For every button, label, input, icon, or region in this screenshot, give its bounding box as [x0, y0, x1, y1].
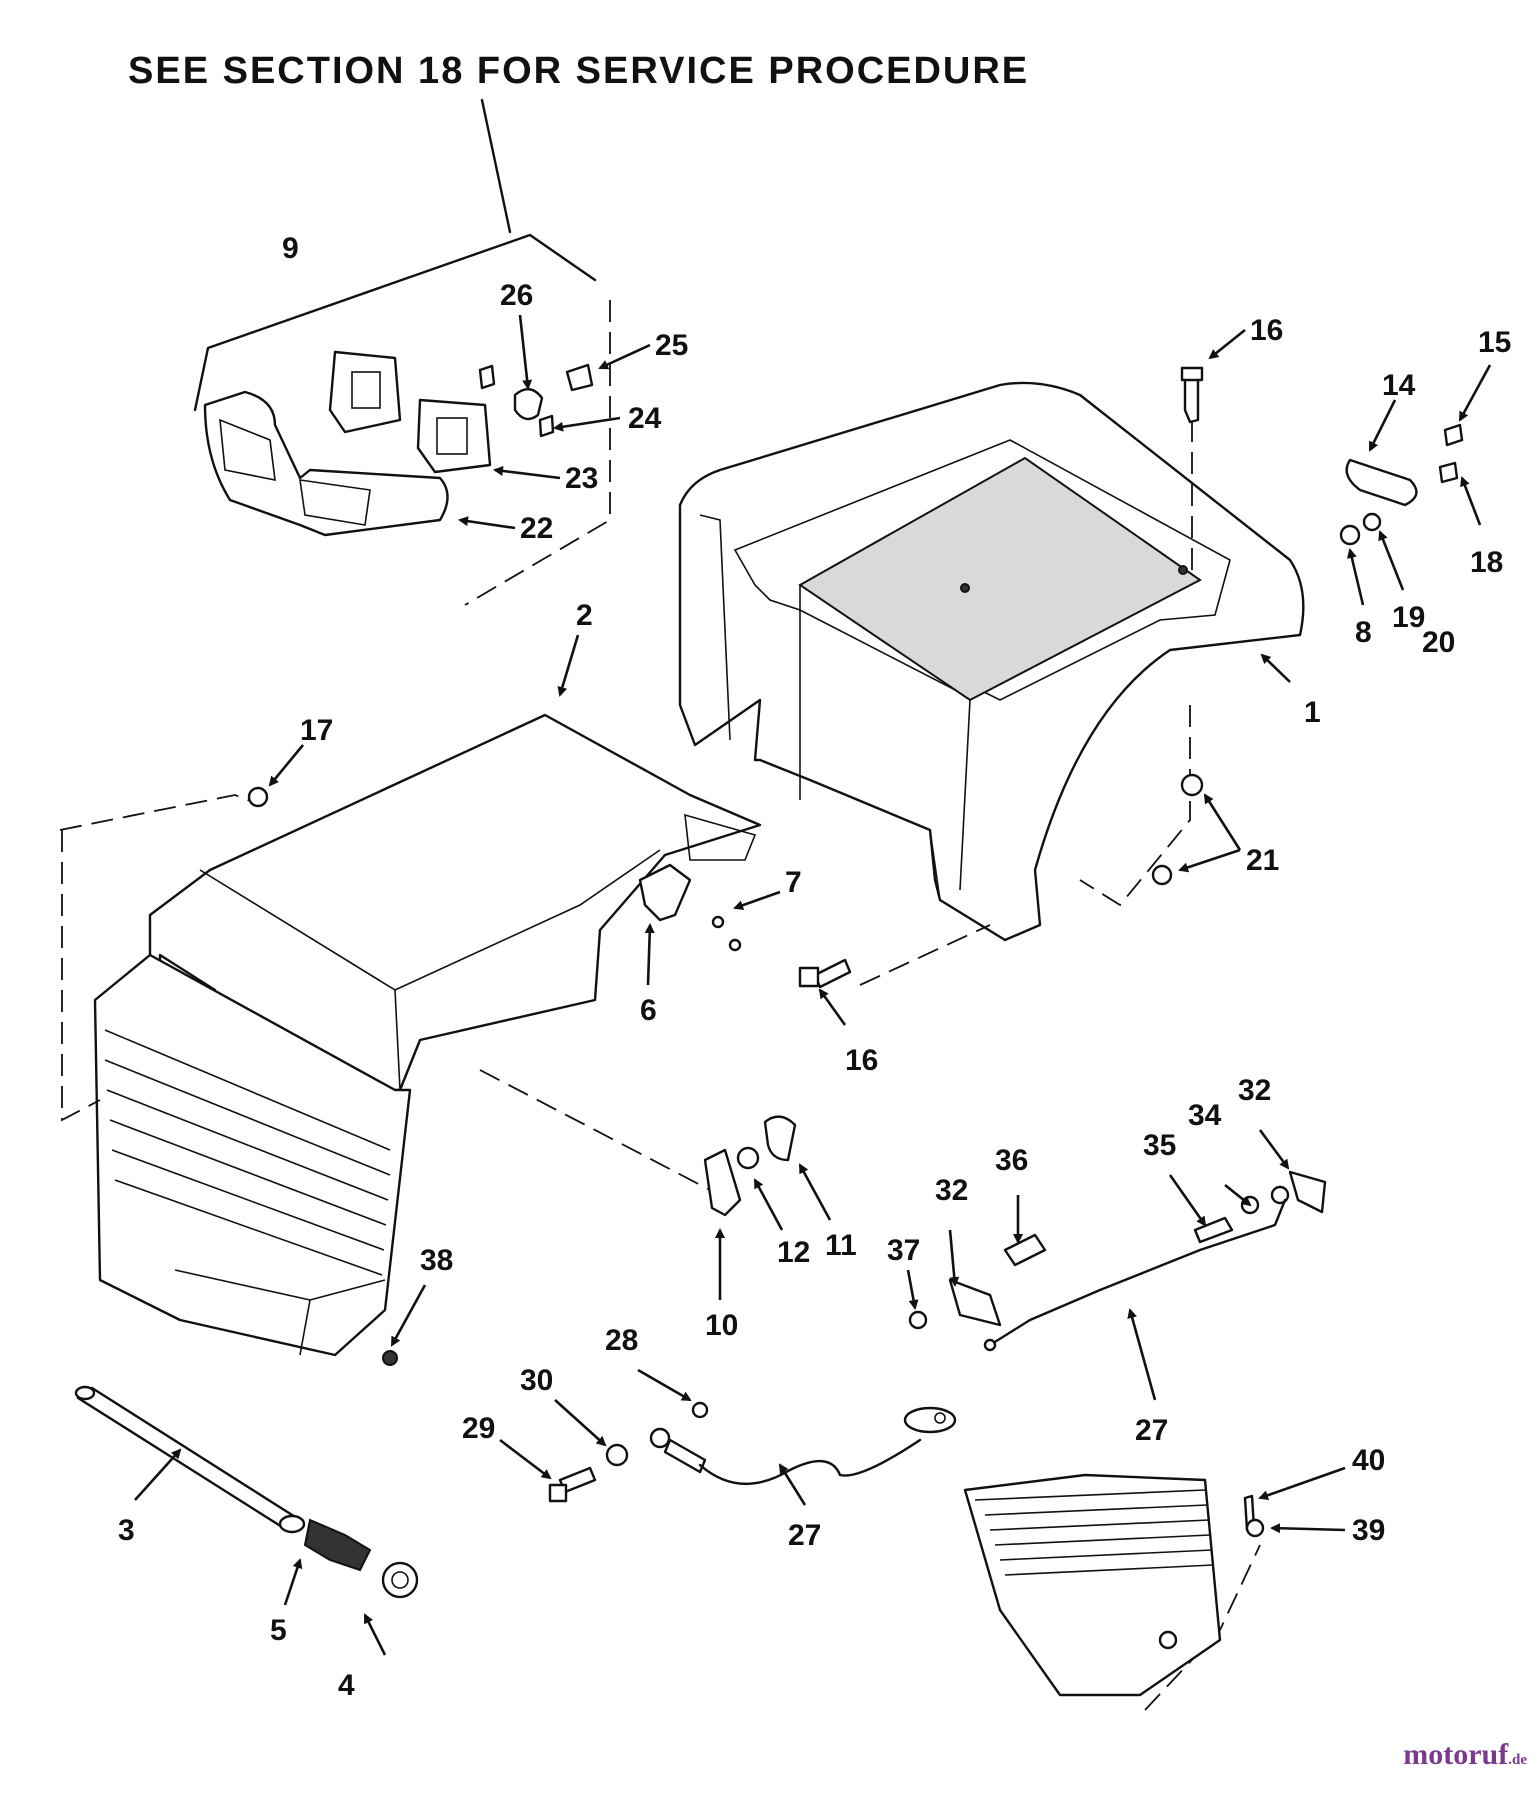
callout-26: 26: [500, 279, 533, 312]
watermark-logo: motoruf.de: [1403, 1738, 1527, 1772]
callout-21: 21: [1246, 844, 1279, 877]
callout-20: 20: [1422, 626, 1455, 659]
callout-15: 15: [1478, 326, 1511, 359]
rear-fender: [678, 381, 1305, 942]
callout-40: 40: [1352, 1444, 1385, 1477]
callout-10: 10: [705, 1309, 738, 1342]
callout-37: 37: [887, 1234, 920, 1267]
callout-17: 17: [300, 714, 333, 747]
callout-34: 34: [1188, 1099, 1222, 1132]
callout-11: 11: [825, 1229, 857, 1262]
ref-line-bracket: [479, 1069, 711, 1191]
watermark-brand: motoruf: [1403, 1738, 1509, 1771]
callout-18: 18: [1470, 546, 1503, 579]
callout-7: 7: [785, 866, 802, 899]
callout-16-top: 16: [1250, 314, 1283, 347]
callout-6: 6: [640, 994, 657, 1027]
callout-4: 4: [338, 1669, 355, 1702]
ref-line-hood-top: [59, 794, 261, 831]
headlight-assembly: [203, 300, 611, 606]
callout-19: 19: [1392, 601, 1425, 634]
ref-line-bolt16: [859, 924, 991, 986]
callout-23: 23: [565, 462, 598, 495]
callout-27-lower: 27: [788, 1519, 821, 1552]
callout-labels: 1 2 3 4 5 6 7 8 9 10 11 12 14 15 16 16 1…: [118, 232, 1511, 1702]
callout-22: 22: [520, 512, 553, 545]
hardware-parts: [74, 366, 1464, 1599]
callout-9: 9: [282, 232, 299, 265]
callout-29: 29: [462, 1412, 495, 1445]
diagram-heading: SEE SECTION 18 FOR SERVICE PROCEDURE: [128, 50, 1030, 92]
callout-1: 1: [1304, 696, 1321, 729]
callout-35: 35: [1143, 1129, 1176, 1162]
leader-arrows: [134, 314, 1492, 1656]
callout-39: 39: [1352, 1514, 1385, 1547]
callout-25: 25: [655, 329, 688, 362]
callout-27-upper: 27: [1135, 1414, 1168, 1447]
callout-12: 12: [777, 1236, 810, 1269]
callout-32-right: 32: [1238, 1074, 1271, 1107]
callout-16-bottom: 16: [845, 1044, 878, 1077]
callout-36: 36: [995, 1144, 1028, 1177]
ref-line-hood-left: [61, 830, 101, 1122]
callout-38: 38: [420, 1244, 453, 1277]
callout-8: 8: [1355, 616, 1372, 649]
watermark-suffix: .de: [1508, 1752, 1527, 1768]
lower-grille-detail: [963, 1473, 1265, 1697]
callout-5: 5: [270, 1614, 287, 1647]
ref-line-fender-nut: [1079, 705, 1191, 907]
callout-2: 2: [576, 599, 593, 632]
grille: [93, 953, 412, 1357]
callout-32-left: 32: [935, 1174, 968, 1207]
callout-14: 14: [1382, 369, 1416, 402]
heading-leader: [480, 98, 512, 234]
callout-30: 30: [520, 1364, 553, 1397]
callout-3: 3: [118, 1514, 135, 1547]
callout-28: 28: [605, 1324, 638, 1357]
bracket-9: [193, 233, 597, 412]
callout-24: 24: [628, 402, 662, 435]
